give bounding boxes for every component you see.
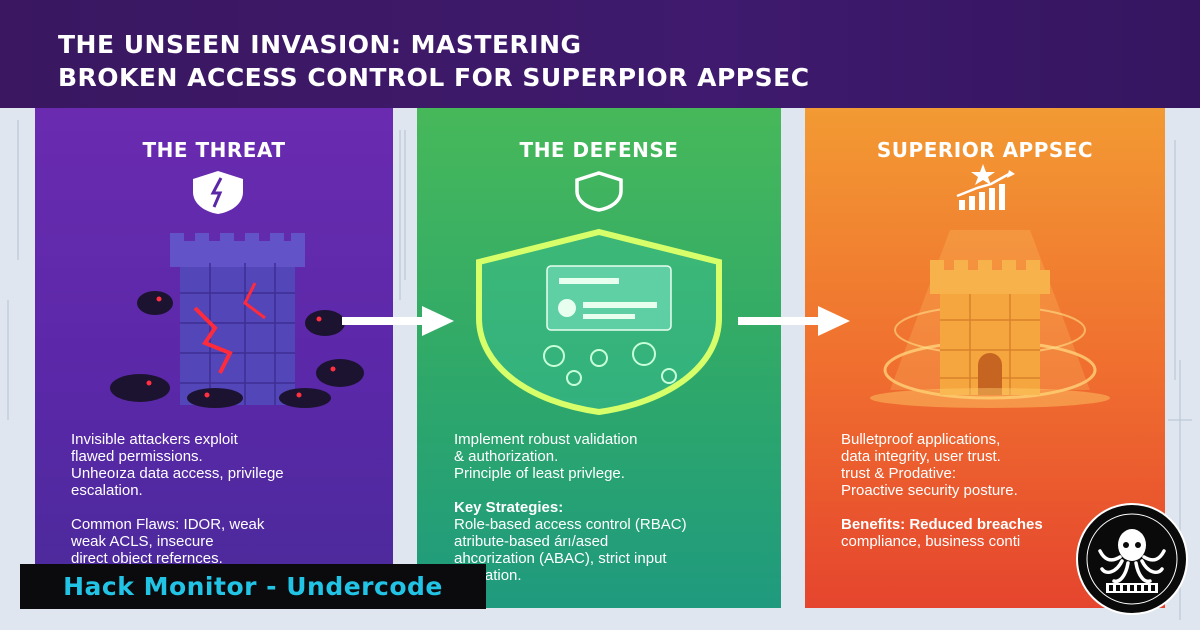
- threat-heading: THE THREAT: [142, 138, 286, 162]
- text-line: escalation.: [71, 482, 143, 499]
- appsec-text: Bulletproof applications, data integrity…: [841, 431, 1145, 550]
- title-line-1: THE UNSEEN INVASION: MASTERING: [58, 30, 582, 59]
- text-line: Principle of least privlege.: [454, 465, 625, 482]
- text-line: Unheoıza data access, privilege: [71, 465, 284, 482]
- appsec-heading: SUPERIOR APPSEC: [876, 138, 1094, 162]
- text-line: trust & Prodative:: [841, 465, 957, 482]
- text-line: atribute-based árı/ased: [454, 533, 609, 550]
- defense-heading: THE DEFENSE: [519, 138, 679, 162]
- octopus-logo-icon: [1076, 503, 1188, 615]
- threat-panel: THE THREAT Invisible attackers exploit: [35, 108, 393, 608]
- text-line: direct object refernces.: [71, 550, 223, 567]
- shield-icon: [575, 171, 623, 212]
- text-line: & authorization.: [454, 448, 559, 465]
- text-line: compliance, business conti: [841, 533, 1021, 550]
- tower-illustration: [110, 233, 364, 408]
- text-line: data integrity, user trust.: [841, 448, 1001, 465]
- text-line: Implement robust validation: [454, 431, 638, 448]
- brand-label: Hack Monitor - Undercode: [20, 564, 486, 609]
- defense-text: Implement robust validation & authorizat…: [454, 431, 761, 584]
- text-line: Invisible attackers exploit: [71, 431, 238, 448]
- arrow-right-icon: [342, 306, 454, 336]
- star-chart-icon: [956, 164, 1015, 210]
- text-line: ahcorization (ABAC), strict input: [454, 550, 667, 567]
- text-line: weak ACLS, insecure: [71, 533, 214, 550]
- glowing-tower-illustration: [870, 230, 1110, 408]
- text-line: Key Strategies:: [454, 499, 564, 516]
- header-band: [0, 0, 1200, 108]
- appsec-panel: SUPERIOR APPSEC Bulletproof applications…: [805, 108, 1165, 608]
- text-line: Proactive security posture.: [841, 482, 1018, 499]
- broken-shield-icon: [193, 171, 243, 214]
- text-line: Role-based access control (RBAC): [454, 516, 687, 533]
- text-line: Common Flaws: IDOR, weak: [71, 516, 265, 533]
- title-line-2: BROKEN ACCESS CONTROL FOR SUPERPIOR APPS…: [58, 63, 810, 92]
- arrow-right-icon: [738, 306, 850, 336]
- shield-dashboard-illustration: [476, 228, 722, 416]
- page-title: THE UNSEEN INVASION: MASTERING BROKEN AC…: [58, 28, 810, 94]
- threat-text: Invisible attackers exploit flawed permi…: [71, 431, 373, 567]
- text-line: validation.: [454, 567, 522, 584]
- text-line: Benefits: Reduced breaches: [841, 516, 1043, 533]
- text-line: flawed permissions.: [71, 448, 203, 465]
- defense-panel: THE DEFENSE Implement robust validation …: [417, 108, 781, 608]
- text-line: Bulletproof applications,: [841, 431, 1001, 448]
